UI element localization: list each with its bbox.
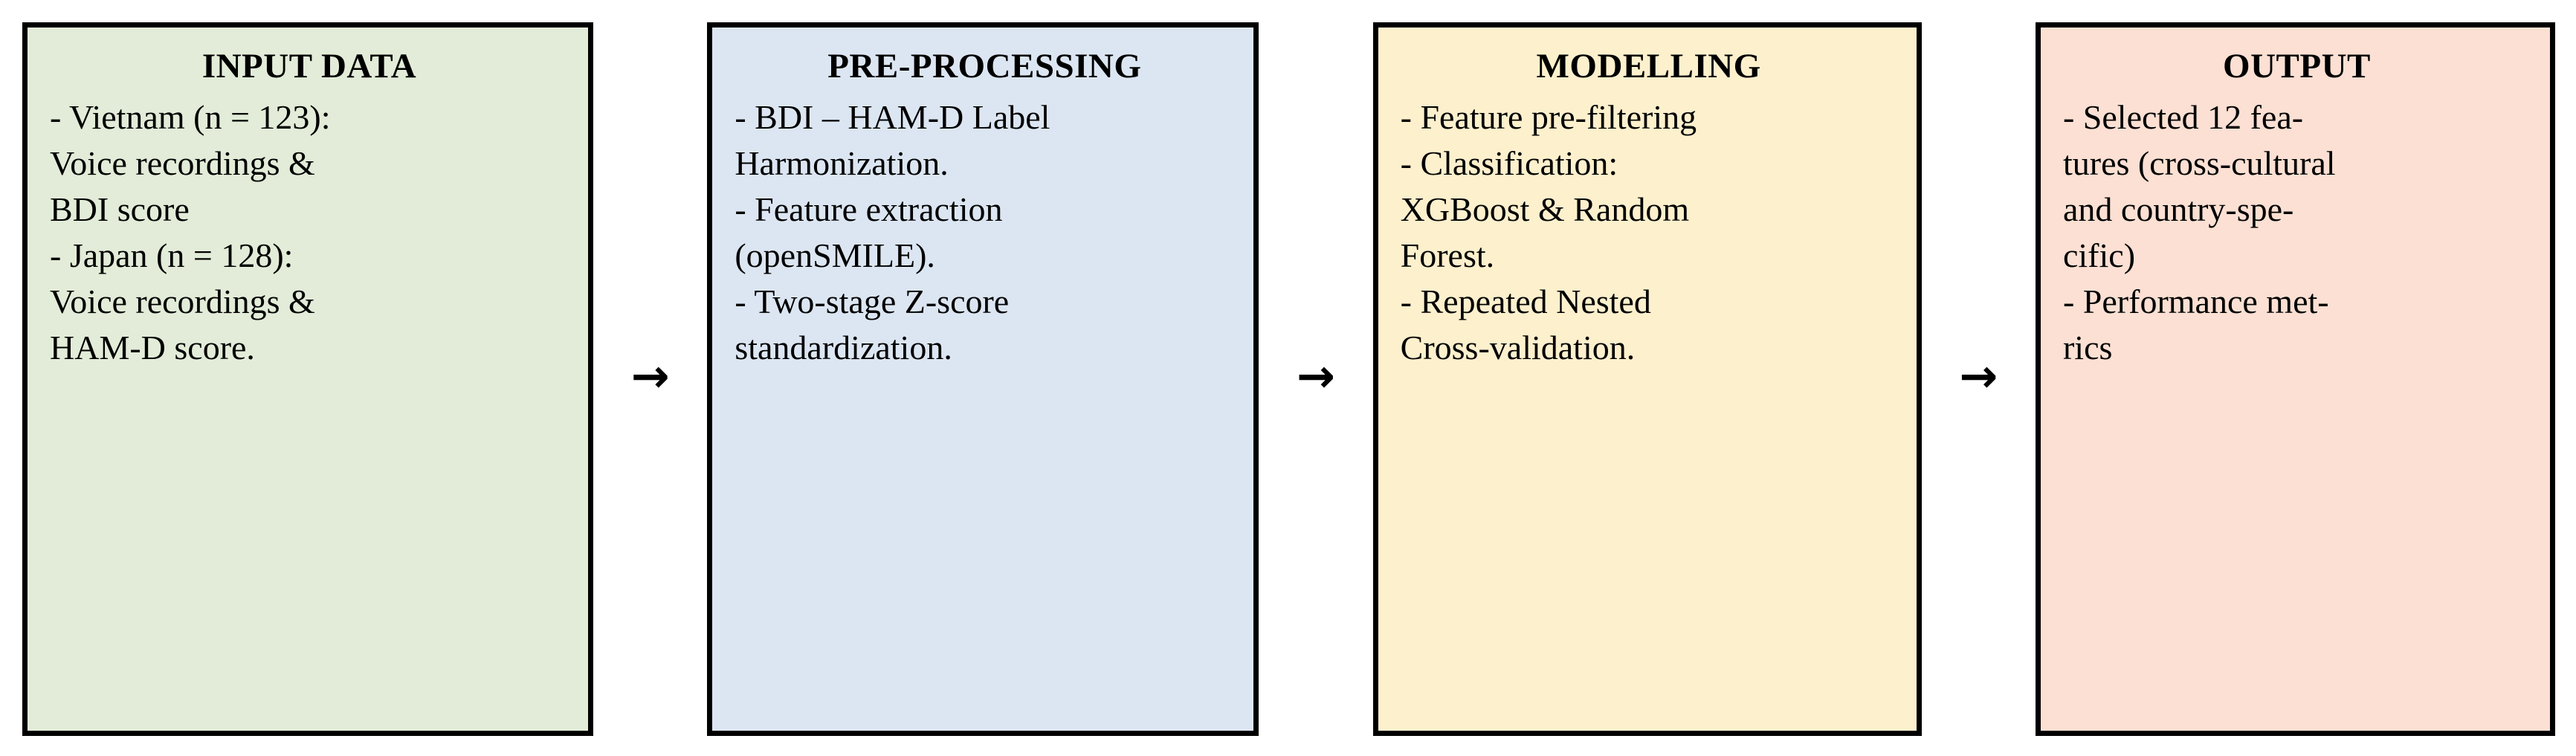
stage-box-modelling: MODELLING - Feature pre-filtering - Clas… — [1372, 22, 1922, 736]
stage-line: Forest. — [1400, 236, 1495, 274]
stage-title-pre-processing: PRE-PROCESSING — [827, 47, 1142, 85]
stage-line: BDI score — [50, 190, 190, 228]
stage-line: - Repeated Nested — [1400, 282, 1651, 320]
right-arrow-icon: → — [630, 349, 670, 403]
stage-body-input-data: - Vietnam (n = 123): Voice recordings & … — [38, 94, 581, 371]
stage-line: cific) — [2062, 236, 2136, 274]
stage-line: (openSMILE). — [735, 236, 935, 274]
stage-line: Harmonization. — [735, 144, 949, 182]
stage-box-input-data: INPUT DATA - Vietnam (n = 123): Voice re… — [22, 22, 593, 736]
stage-line: Cross-validation. — [1400, 329, 1636, 366]
stage-line: standardization. — [735, 329, 952, 366]
stage-body-modelling: - Feature pre-filtering - Classification… — [1389, 94, 1909, 371]
stage-line: - Feature pre-filtering — [1400, 98, 1697, 136]
stage-line: rics — [2062, 329, 2113, 366]
stage-title-input-data: INPUT DATA — [201, 47, 417, 85]
stage-line: - Vietnam (n = 123): — [50, 98, 331, 136]
arrow-connector-3: → — [1922, 22, 2036, 736]
stage-title-output: OUTPUT — [2223, 47, 2371, 85]
stage-line: - BDI – HAM-D Label — [735, 98, 1050, 136]
arrow-connector-2: → — [1259, 22, 1372, 736]
stage-line: Voice recordings & — [50, 282, 315, 320]
right-arrow-icon: → — [1297, 349, 1335, 403]
stage-line: - Classification: — [1400, 144, 1618, 182]
stage-line: tures (cross-cultural — [2062, 144, 2336, 182]
stage-line: XGBoost & Random — [1400, 190, 1690, 228]
arrow-connector-1: → — [593, 22, 707, 736]
stage-line: - Feature extraction — [735, 190, 1003, 228]
stage-line: - Japan (n = 128): — [50, 236, 294, 274]
stage-body-pre-processing: - BDI – HAM-D Label Harmonization. - Fea… — [723, 94, 1246, 371]
stage-line: HAM-D score. — [50, 329, 255, 366]
stage-box-output: OUTPUT - Selected 12 fea- tures (cross-c… — [2035, 22, 2555, 736]
stage-line: and country-spe- — [2062, 190, 2294, 228]
stage-line: - Performance met- — [2062, 282, 2329, 320]
stage-box-pre-processing: PRE-PROCESSING - BDI – HAM-D Label Harmo… — [707, 22, 1259, 736]
stage-line: - Two-stage Z-score — [735, 282, 1010, 320]
stage-title-modelling: MODELLING — [1536, 47, 1761, 85]
right-arrow-icon: → — [1959, 349, 1998, 403]
stage-body-output: - Selected 12 fea- tures (cross-cultural… — [2051, 94, 2543, 371]
stage-line: - Selected 12 fea- — [2062, 98, 2304, 136]
stage-line: Voice recordings & — [50, 144, 315, 182]
